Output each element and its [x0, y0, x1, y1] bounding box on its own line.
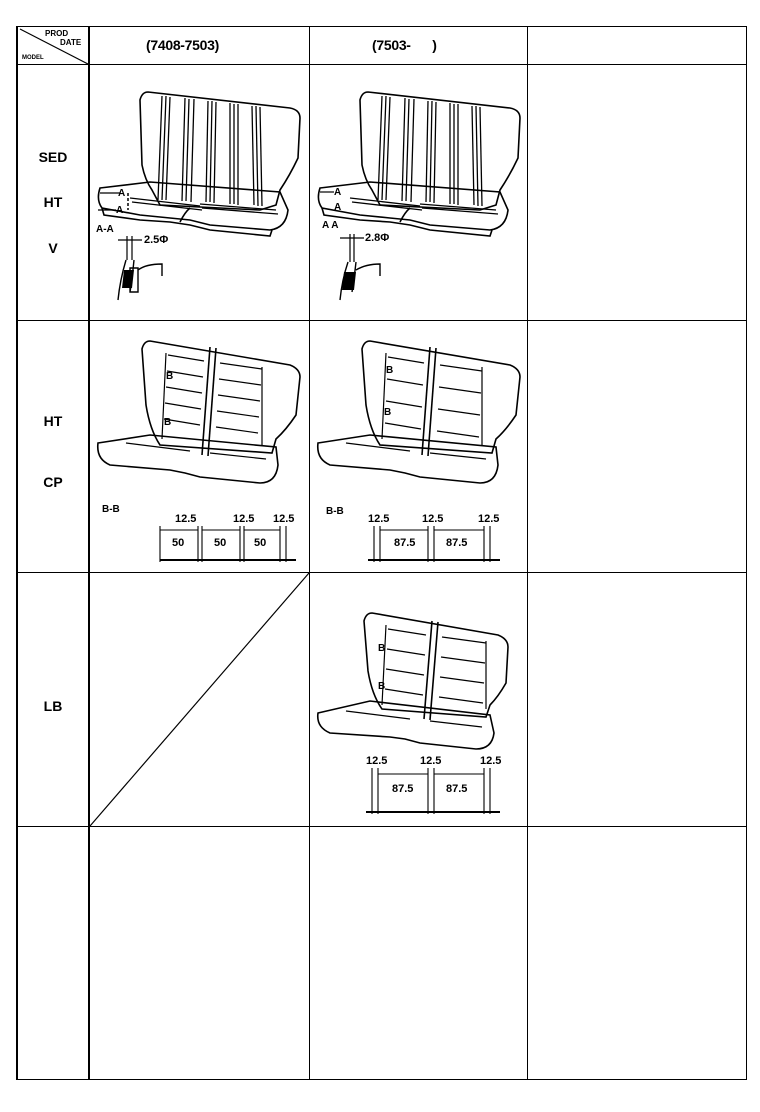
dimension-50: 50: [254, 537, 266, 549]
column-header-7408-7503: (7408-7503): [146, 37, 219, 53]
table-border-left: [16, 26, 18, 1080]
dimension-12-5: 12.5: [478, 513, 499, 525]
dimension-12-5: 12.5: [366, 755, 387, 767]
corner-label-model: MODEL: [22, 55, 44, 61]
callout-a-upper: A: [334, 187, 341, 198]
model-label-sed: SED: [38, 149, 68, 165]
column-divider-3: [527, 26, 528, 1080]
model-label-ht: HT: [43, 194, 63, 210]
not-applicable-diagonal: [90, 573, 309, 826]
seat-illustration-channel-7503: B B: [316, 340, 521, 484]
callout-b: B: [166, 371, 173, 382]
column-divider-1: [88, 26, 90, 1080]
table-border-top: [16, 26, 747, 27]
seat-illustration-channel-7408: B B: [96, 340, 301, 484]
corner-label-prod: PROD: [45, 29, 69, 38]
callout-b: B: [378, 681, 385, 692]
section-a-a-detail-7408: A A A-A 2.5Φ: [90, 180, 308, 310]
seat-illustration-lb-7503: B B: [316, 612, 509, 750]
header-corner-cell: PROD DATE MODEL: [18, 27, 88, 64]
row-divider-3: [16, 826, 747, 827]
dimension-12-5: 12.5: [368, 513, 389, 525]
model-label-v: V: [48, 240, 58, 256]
callout-a-upper: A: [118, 188, 125, 199]
callout-a-lower: A: [334, 202, 341, 213]
section-b-b-detail-7408: B-B 12.5 12.5 12.5 50 50 50: [90, 500, 308, 570]
section-label-b-b: B-B: [326, 506, 344, 517]
row-divider-1: [16, 320, 747, 321]
table-border-right: [746, 26, 747, 1080]
corner-label-date: DATE: [60, 38, 82, 47]
seat-illustration-striped-7408: [97, 91, 301, 237]
dimension-50: 50: [172, 537, 184, 549]
section-label-a-a: A A: [322, 220, 338, 231]
dimension-12-5: 12.5: [480, 755, 501, 767]
dimension-2-8-phi: 2.8Φ: [365, 232, 389, 244]
callout-a-lower: A: [116, 205, 123, 216]
dimension-87-5: 87.5: [392, 783, 413, 795]
section-label-a-a: A-A: [96, 224, 114, 235]
header-row-divider: [16, 64, 747, 65]
dimension-12-5: 12.5: [175, 513, 196, 525]
lb-dimension-detail: 12.5 12.5 12.5 87.5 87.5: [310, 748, 528, 818]
dimension-12-5: 12.5: [233, 513, 254, 525]
dimension-2-5-phi: 2.5Φ: [144, 234, 168, 246]
column-header-7503-onward: (7503- ): [372, 37, 437, 53]
callout-b: B: [164, 417, 171, 428]
dimension-87-5: 87.5: [446, 783, 467, 795]
model-label-ht-2: HT: [43, 413, 63, 429]
dimension-50: 50: [214, 537, 226, 549]
section-label-b-b: B-B: [102, 504, 120, 515]
section-a-a-detail-7503: A A A A 2.8Φ: [310, 180, 528, 310]
dimension-12-5: 12.5: [420, 755, 441, 767]
seat-illustration-striped-7503: [317, 91, 521, 237]
callout-b: B: [384, 407, 391, 418]
callout-b: B: [386, 365, 393, 376]
dimension-12-5: 12.5: [273, 513, 294, 525]
callout-b: B: [378, 643, 385, 654]
model-label-cp: CP: [43, 474, 63, 490]
corner-diagonal-line: [19, 28, 88, 64]
dimension-12-5: 12.5: [422, 513, 443, 525]
column-divider-2: [309, 26, 310, 1080]
dimension-87-5: 87.5: [446, 537, 467, 549]
model-label-lb: LB: [43, 698, 63, 714]
section-b-b-detail-7503: B-B 12.5 12.5 12.5 87.5 87.5: [310, 500, 528, 570]
dimension-87-5: 87.5: [394, 537, 415, 549]
row-divider-2: [16, 572, 747, 573]
table-border-bottom: [16, 1079, 747, 1080]
